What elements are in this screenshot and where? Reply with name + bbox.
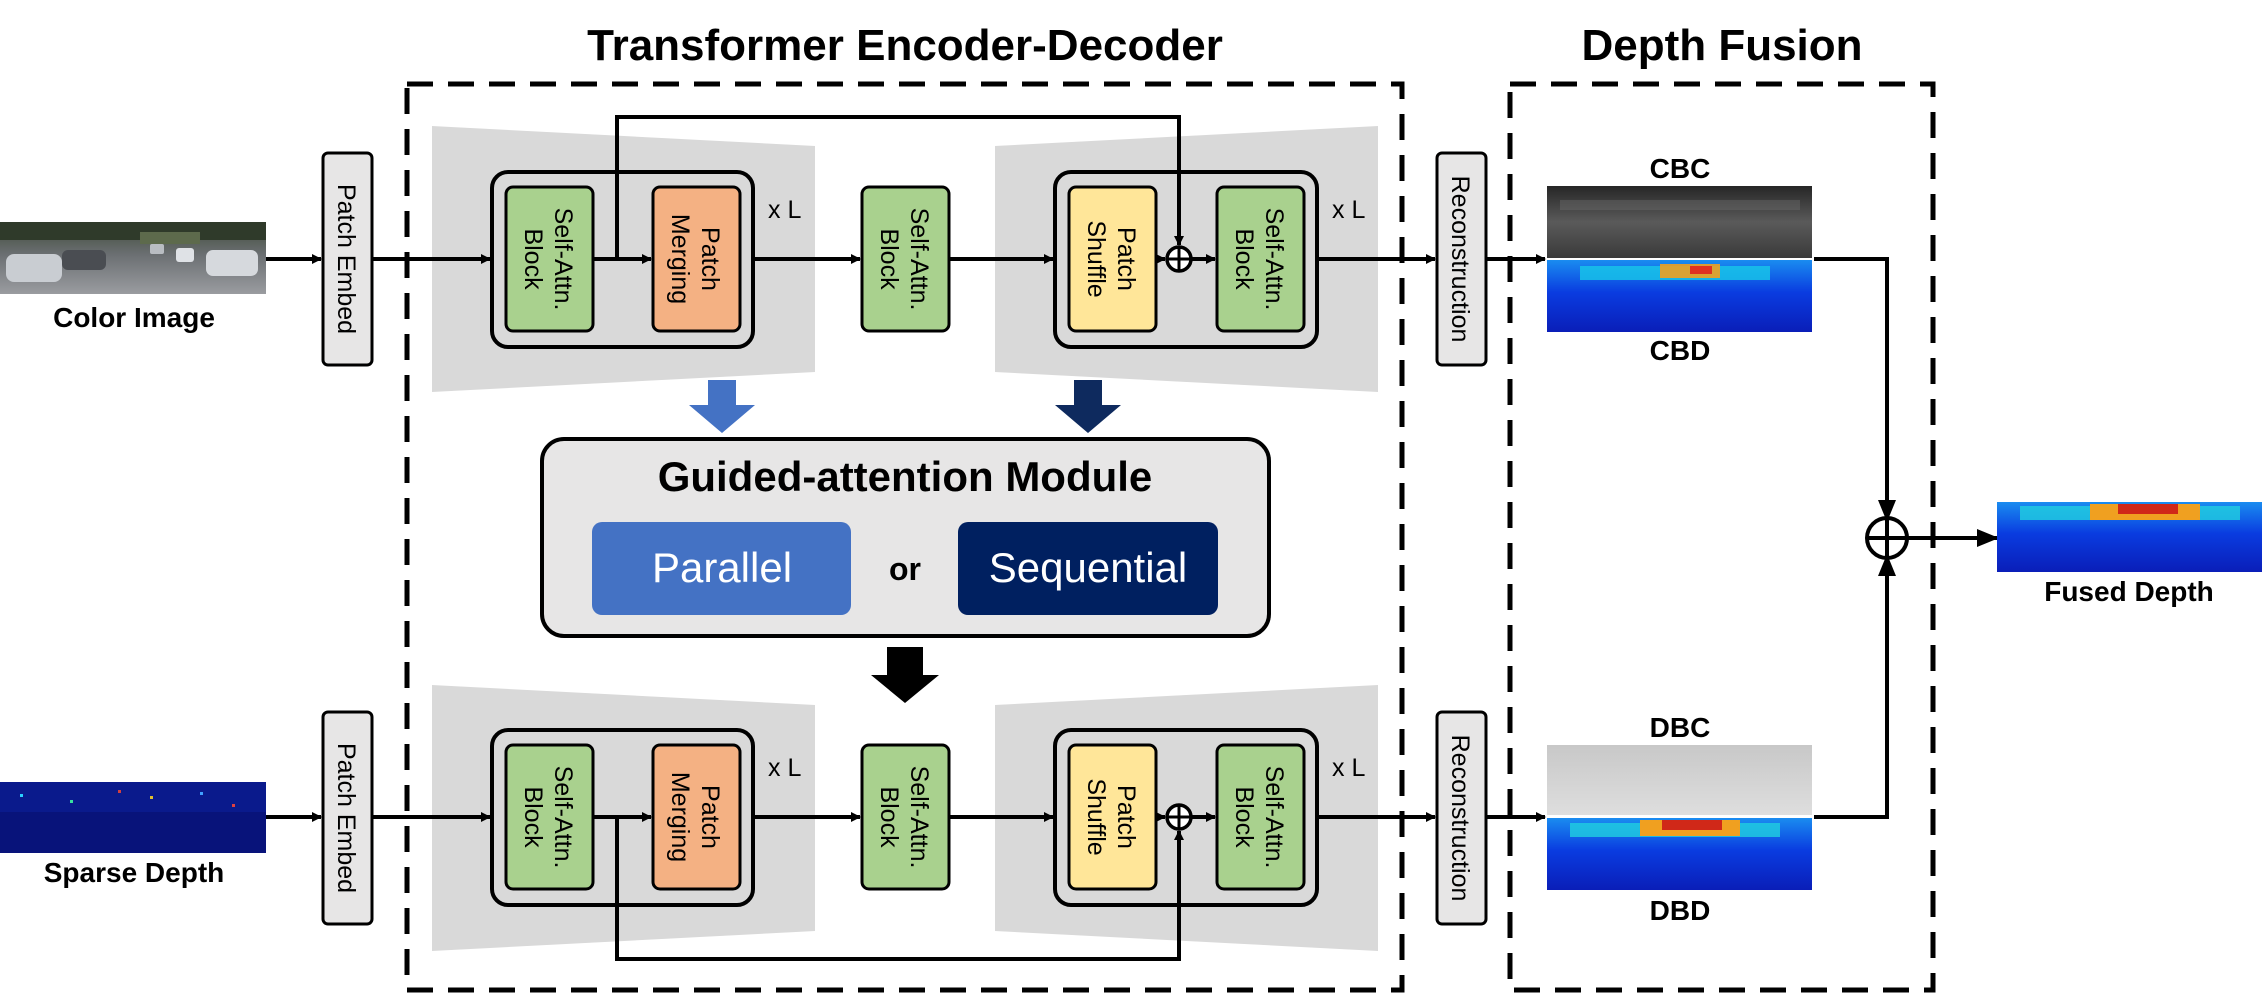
cbd-map [1547, 260, 1812, 332]
self-attn-block-mid-bottom: Self-Attn.Block [860, 743, 951, 891]
patch-embed-top-label: Patch Embed [332, 184, 360, 334]
dbd-map [1547, 818, 1812, 890]
svg-text:Self-Attn.Block: Self-Attn.Block [519, 766, 577, 869]
sequential-option [958, 522, 1218, 615]
repeat-label-dec-bottom: x L [1332, 754, 1365, 782]
fusion-arrows [1814, 257, 1999, 819]
svg-text:PatchShuffle: PatchShuffle [1082, 778, 1140, 855]
reconstruction-top-label: Reconstruction [1446, 176, 1474, 343]
guided-attention-title: Guided-attention Module [658, 453, 1153, 500]
self-attn-block-dec-top: Self-Attn.Block [1215, 185, 1306, 333]
svg-text:PatchMerging: PatchMerging [666, 214, 724, 304]
parallel-label: Parallel [652, 544, 792, 591]
bottom-branch-arrows [266, 812, 1546, 961]
cbc-map [1547, 186, 1812, 258]
down-arrow-module [871, 647, 939, 703]
repeat-label-enc-bottom: x L [768, 754, 801, 782]
fused-depth-label: Fused Depth [2044, 576, 2214, 607]
svg-text:Self-Attn.Block: Self-Attn.Block [1230, 208, 1288, 311]
fused-depth-map [1997, 502, 2262, 572]
sequential-label: Sequential [989, 544, 1188, 591]
svg-text:Self-Attn.Block: Self-Attn.Block [875, 208, 933, 311]
sparse-depth-label: Sparse Depth [44, 857, 225, 888]
svg-text:PatchMerging: PatchMerging [666, 772, 724, 862]
parallel-option [592, 522, 851, 615]
dbd-label: DBD [1650, 895, 1711, 926]
dbc-label: DBC [1650, 712, 1711, 743]
sum-node-top [1165, 245, 1193, 273]
fusion-sum-node [1865, 516, 1909, 560]
color-image-label: Color Image [53, 302, 215, 333]
svg-text:PatchShuffle: PatchShuffle [1082, 220, 1140, 297]
depth-fusion-title: Depth Fusion [1581, 21, 1862, 70]
color-image-thumbnail [0, 222, 266, 294]
sparse-depth-thumbnail [0, 782, 266, 853]
patch-shuffle-block-bottom: PatchShuffle [1067, 743, 1158, 891]
patch-embed-bottom-label: Patch Embed [332, 743, 360, 893]
svg-text:Self-Attn.Block: Self-Attn.Block [875, 766, 933, 869]
sum-node-bottom [1165, 803, 1193, 831]
encoder-decoder-frame [404, 81, 1405, 993]
or-label: or [889, 551, 921, 587]
self-attn-block-dec-bottom: Self-Attn.Block [1215, 743, 1306, 891]
down-arrow-decoder [1055, 380, 1121, 433]
cbd-label: CBD [1650, 335, 1711, 366]
svg-text:Self-Attn.Block: Self-Attn.Block [1230, 766, 1288, 869]
cbc-label: CBC [1650, 153, 1711, 184]
self-attn-block-enc-top: Self-Attn.Block [504, 185, 595, 333]
repeat-label-enc-top: x L [768, 196, 801, 224]
svg-text:Self-Attn.Block: Self-Attn.Block [519, 208, 577, 311]
reconstruction-bottom-label: Reconstruction [1446, 735, 1474, 902]
dbc-map [1547, 745, 1812, 815]
repeat-label-dec-top: x L [1332, 196, 1365, 224]
self-attn-block-mid-top: Self-Attn.Block [860, 185, 951, 333]
self-attn-block-enc-bottom: Self-Attn.Block [504, 743, 595, 891]
patch-merging-block-top: PatchMerging [651, 185, 742, 333]
top-branch-arrows [266, 115, 1546, 264]
patch-merging-block-bottom: PatchMerging [651, 743, 742, 891]
patch-shuffle-block-top: PatchShuffle [1067, 185, 1158, 333]
down-arrow-encoder [689, 380, 755, 433]
encoder-decoder-title: Transformer Encoder-Decoder [587, 21, 1223, 70]
